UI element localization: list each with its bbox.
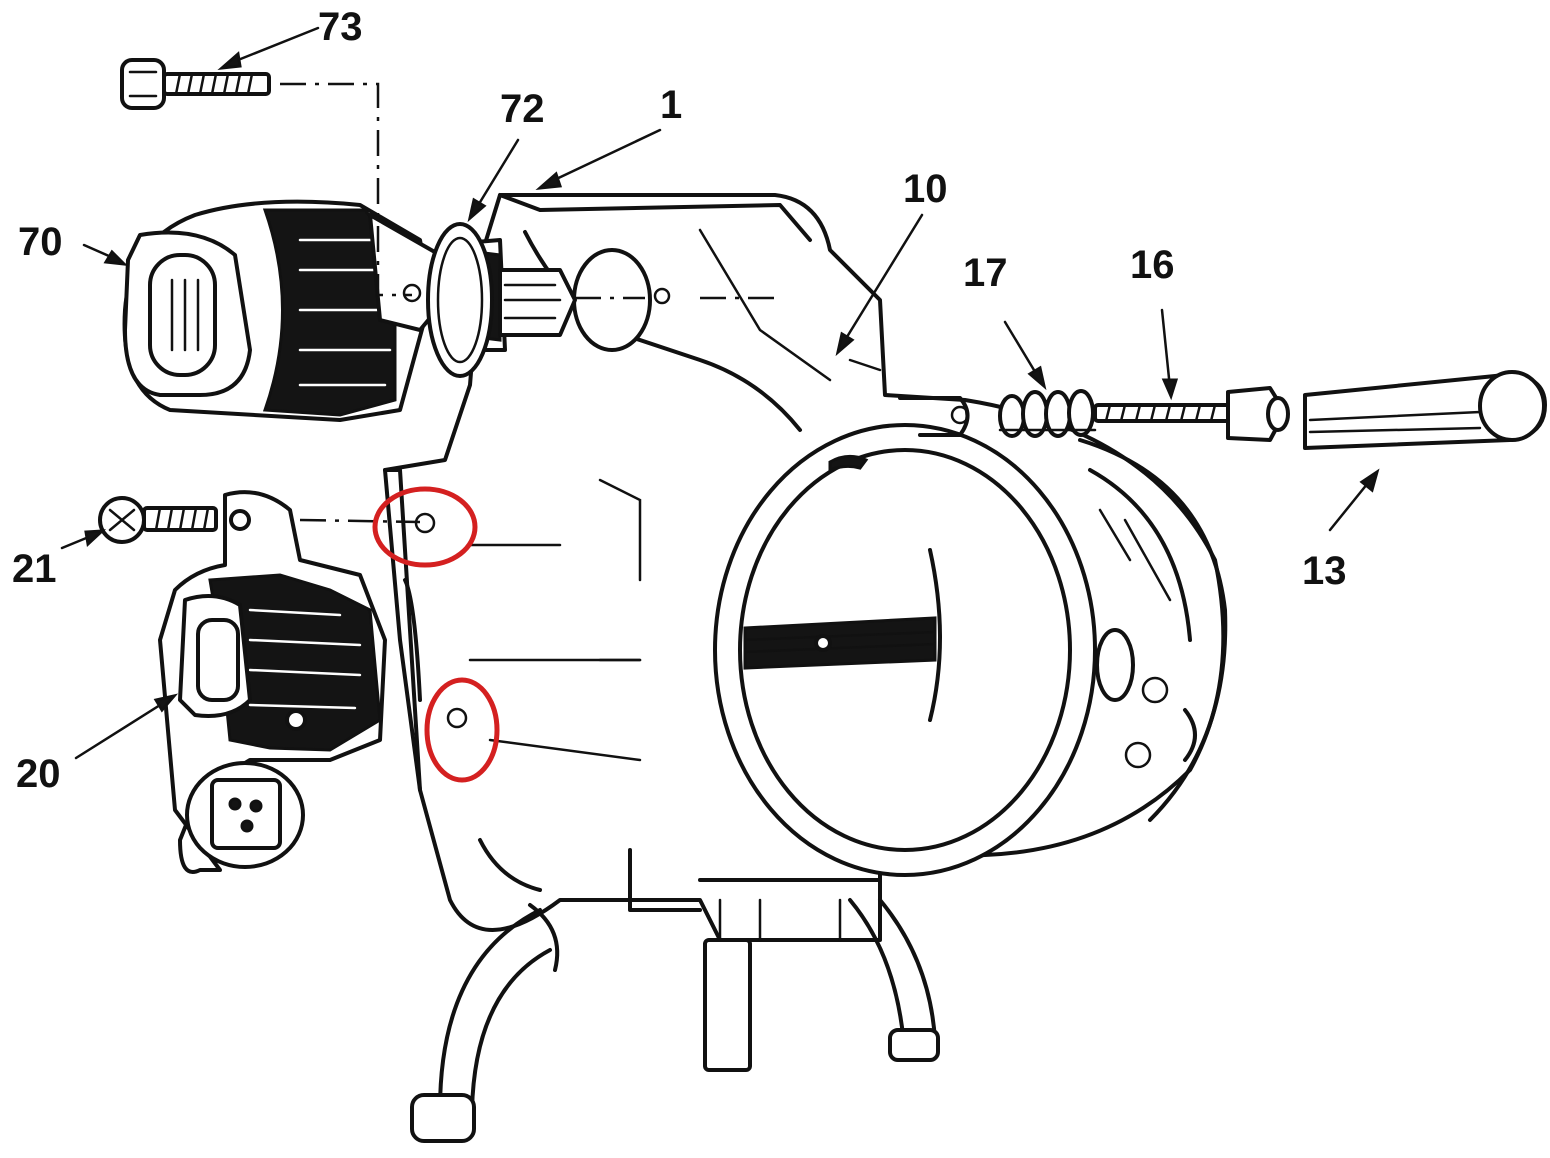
screw-73 — [120, 58, 271, 110]
callout-21: 21 — [12, 547, 57, 591]
leader-arrows — [60, 26, 1380, 760]
lower-mounting-hole-highlight — [424, 677, 500, 783]
breather-hose — [410, 898, 940, 1143]
spring-17 — [998, 389, 1097, 438]
cap-13 — [1303, 370, 1547, 450]
callout-72: 72 — [500, 87, 545, 131]
screw-21 — [98, 496, 218, 544]
callout-13: 13 — [1302, 549, 1347, 593]
callout-1: 1 — [660, 83, 682, 127]
o-ring-72 — [426, 222, 494, 378]
callout-73: 73 — [318, 5, 363, 49]
upper-mounting-hole-highlight — [372, 486, 478, 568]
throttle-bore — [713, 423, 1097, 877]
throttle-position-sensor — [158, 490, 387, 874]
idle-control-valve — [122, 199, 577, 422]
callout-16: 16 — [1130, 243, 1175, 287]
callout-70: 70 — [18, 220, 63, 264]
callout-17: 17 — [963, 251, 1008, 295]
alignment-line-21 — [299, 518, 421, 524]
alignment-line-73 — [280, 82, 412, 297]
callout-10: 10 — [903, 167, 948, 211]
callout-20: 20 — [16, 752, 61, 796]
shaft-16 — [898, 386, 1290, 442]
